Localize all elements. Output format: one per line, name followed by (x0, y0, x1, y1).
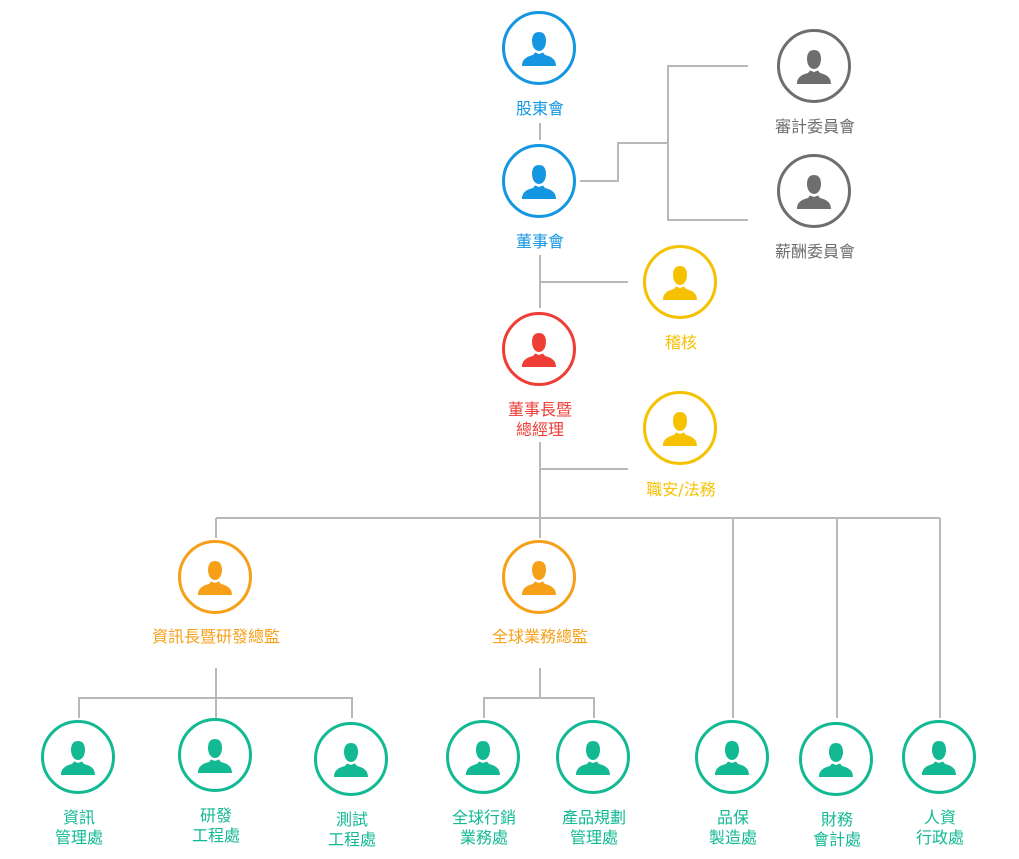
node-cio-rd[interactable] (178, 540, 252, 614)
person-icon (922, 741, 956, 775)
node-finance[interactable] (799, 722, 873, 796)
person-icon (466, 741, 500, 775)
person-icon (522, 32, 556, 66)
person-icon (663, 266, 697, 300)
person-icon (198, 561, 232, 595)
person-icon (663, 412, 697, 446)
person-icon (522, 165, 556, 199)
node-test-eng[interactable] (314, 722, 388, 796)
person-icon (334, 743, 368, 777)
label-audit-committee: 審計委員會 (774, 117, 855, 136)
label-finance: 財務 會計處 (812, 810, 861, 849)
node-internal-audit[interactable] (643, 245, 717, 319)
label-board: 董事會 (515, 232, 564, 251)
person-icon (576, 741, 610, 775)
label-shareholders: 股東會 (515, 99, 564, 118)
connector-cio-children (78, 668, 353, 718)
label-product-planning: 產品規劃 管理處 (561, 808, 626, 847)
person-icon (522, 561, 556, 595)
node-chairman-gm[interactable] (502, 312, 576, 386)
person-icon (61, 741, 95, 775)
node-hr-admin[interactable] (902, 720, 976, 794)
node-qa-mfg[interactable] (695, 720, 769, 794)
node-safety-legal[interactable] (643, 391, 717, 465)
person-icon (797, 50, 831, 84)
label-test-eng: 測試 工程處 (327, 810, 376, 849)
node-shareholders[interactable] (502, 11, 576, 85)
label-hr-admin: 人資 行政處 (915, 808, 964, 847)
node-it-dept[interactable] (41, 720, 115, 794)
connector-board-committees (580, 142, 668, 182)
person-icon (522, 333, 556, 367)
node-rd-eng[interactable] (178, 718, 252, 792)
connector-committees-bracket (667, 65, 748, 221)
label-marketing-sales: 全球行銷 業務處 (451, 808, 516, 847)
label-qa-mfg: 品保 製造處 (708, 808, 757, 847)
label-global-sales: 全球業務總監 (491, 627, 588, 646)
node-marketing-sales[interactable] (446, 720, 520, 794)
node-product-planning[interactable] (556, 720, 630, 794)
label-compensation-committee: 薪酬委員會 (774, 242, 855, 261)
label-safety-legal: 職安/法務 (646, 480, 716, 499)
label-cio-rd: 資訊長暨研發總監 (151, 627, 280, 646)
person-icon (198, 739, 232, 773)
person-icon (797, 175, 831, 209)
label-internal-audit: 稽核 (664, 333, 697, 352)
node-global-sales[interactable] (502, 540, 576, 614)
label-rd-eng: 研發 工程處 (191, 806, 240, 845)
label-chairman-gm: 董事長暨 總經理 (507, 400, 572, 439)
node-audit-committee[interactable] (777, 29, 851, 103)
label-it-dept: 資訊 管理處 (54, 808, 103, 847)
person-icon (819, 743, 853, 777)
node-board[interactable] (502, 144, 576, 218)
connector-sales-children (483, 668, 595, 718)
node-compensation-committee[interactable] (777, 154, 851, 228)
person-icon (715, 741, 749, 775)
